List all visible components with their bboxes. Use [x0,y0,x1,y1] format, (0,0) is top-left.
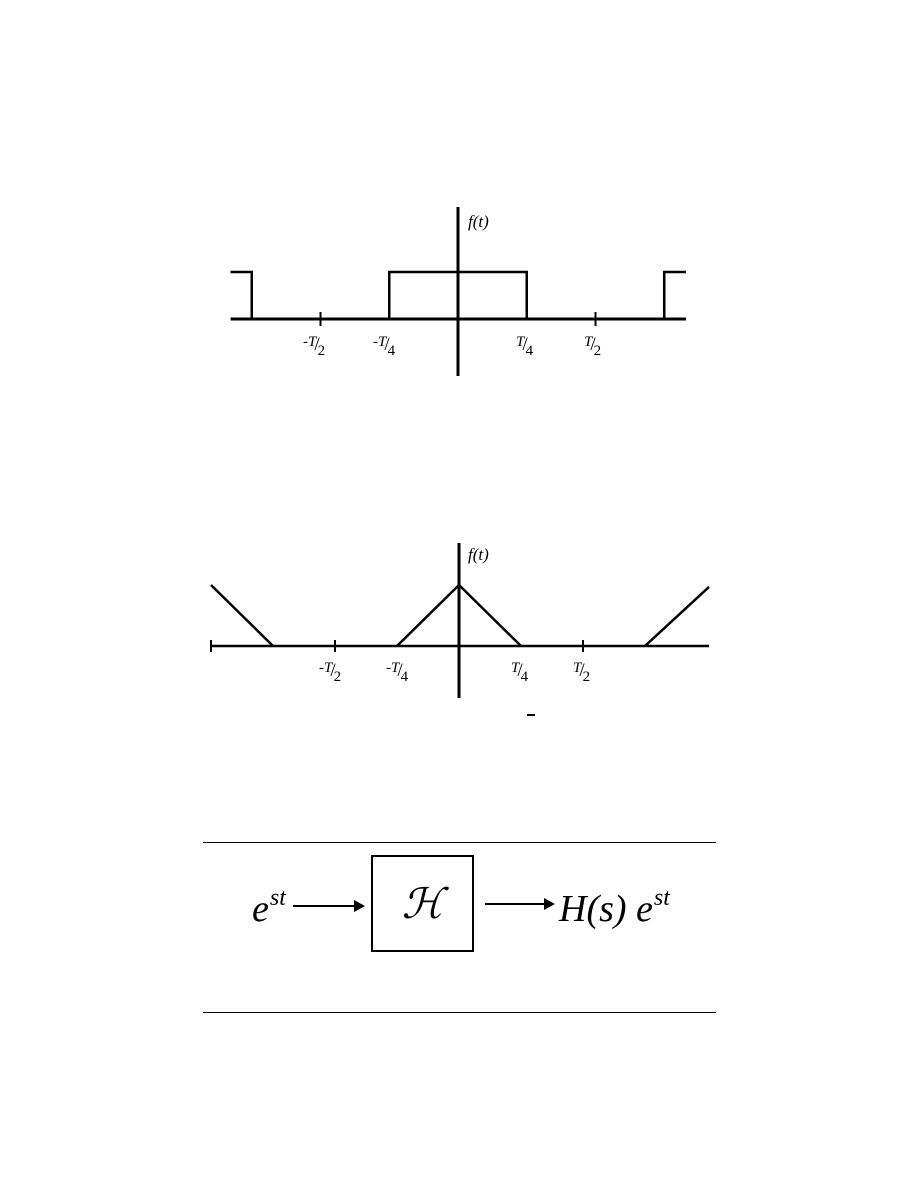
triangle-label-t-half: T/2 [573,660,591,685]
triangle-wave-segment [396,584,460,647]
system-block: ℋ [371,855,474,952]
lti-block-diagram: est ℋ H(s) est [0,842,918,1014]
triangle-wave-figure: f(t) -T/2 -T/4 T/4 T/2 [0,535,918,716]
triangle-wave-plot [210,543,710,698]
triangle-wave-axis-title: f(t) [468,545,489,564]
output-arrow [485,898,555,910]
bottom-rule [203,1012,716,1013]
input-arrow [293,900,365,912]
triangle-wave-segment [458,584,522,647]
stray-mark [527,714,535,716]
input-signal: est [252,885,286,930]
triangle-wave-segment [210,584,274,647]
triangle-wave-segment [644,586,710,647]
square-wave-axis-title: f(t) [468,212,489,231]
top-rule [203,842,716,843]
triangle-label-t-quarter: T/4 [511,660,529,685]
output-signal: H(s) est [559,885,670,930]
square-label-minus-t-quarter: -T/4 [373,334,396,359]
square-wave-figure: f(t) -T/2 -T/4 T/4 T/2 [0,195,918,390]
square-wave-plot [230,207,686,376]
triangle-label-minus-t-quarter: -T/4 [386,660,409,685]
square-label-t-half: T/2 [584,334,602,359]
square-wave-signal [230,270,686,321]
system-operator: ℋ [401,879,444,928]
triangle-label-minus-t-half: -T/2 [319,660,342,685]
square-label-t-quarter: T/4 [516,334,534,359]
square-label-minus-t-half: -T/2 [303,334,326,359]
